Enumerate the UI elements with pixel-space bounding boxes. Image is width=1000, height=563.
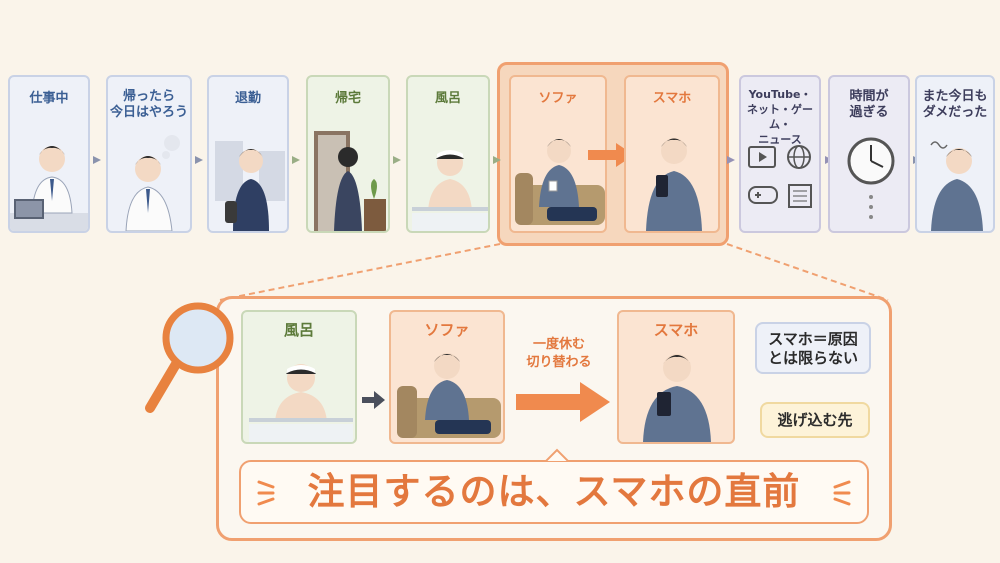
- headline-text: 注目するのは、スマホの直前: [307, 470, 801, 513]
- flow-arrow: [726, 150, 736, 164]
- zoom-card-bath: 風呂: [241, 310, 357, 444]
- clock-icon: [847, 137, 895, 219]
- step-card-plan-to-do-today: 帰ったら 今日はやろう: [106, 75, 192, 233]
- working-person-illustration: [10, 146, 88, 231]
- step-label: 帰宅: [334, 91, 361, 106]
- sparkle-right-icon: [833, 480, 851, 506]
- step-label: 時間が 過ぎる: [849, 89, 889, 120]
- phone-user-illustration: [643, 354, 711, 442]
- zoom-card-sofa: ソファ: [389, 310, 505, 444]
- step-label: 帰ったら 今日はやろう: [109, 89, 188, 120]
- sofa-illustration: [515, 139, 605, 225]
- step-card-return-home: 帰宅: [306, 75, 390, 233]
- flow-arrow: [92, 150, 102, 164]
- coming-home-illustration: [314, 131, 386, 231]
- leaving-office-illustration: [215, 141, 285, 231]
- flow-arrow-highlight: [588, 143, 634, 167]
- sofa-illustration: [397, 353, 501, 438]
- step-card-content: YouTube・ ネット・ゲーム・ ニュース: [739, 75, 821, 233]
- headline-banner: 注目するのは、スマホの直前: [239, 460, 869, 524]
- transition-label: 一度休む 切り替わる: [526, 337, 592, 370]
- step-card-leave-work: 退勤: [207, 75, 289, 233]
- zoom-step-label: スマホ: [653, 321, 699, 339]
- step-card-failed-again: また今日も ダメだった: [915, 75, 995, 233]
- bath-illustration: [249, 364, 353, 442]
- step-label: YouTube・ ネット・ゲーム・ ニュース: [747, 88, 813, 146]
- sparkle-left-icon: [257, 480, 275, 506]
- step-card-working: 仕事中: [8, 75, 90, 233]
- zoom-arrow-highlight: [516, 382, 612, 422]
- step-label: 退勤: [234, 91, 261, 106]
- step-label: スマホ: [652, 91, 692, 106]
- globe-icon: [787, 145, 811, 169]
- flow-arrow: [392, 150, 402, 164]
- magnifier-icon: [145, 302, 234, 413]
- video-play-icon: [748, 146, 776, 168]
- flow-arrow: [194, 150, 204, 164]
- zoom-step-label: ソファ: [424, 321, 470, 339]
- bath-illustration: [412, 150, 488, 231]
- newspaper-icon: [788, 184, 812, 208]
- zoom-card-smartphone: スマホ: [617, 310, 735, 444]
- zoom-arrow: [362, 390, 386, 410]
- step-label: 風呂: [434, 91, 461, 106]
- note-escape-destination: 逃げ込む先: [760, 402, 870, 438]
- banner-pointer: [545, 448, 569, 462]
- game-controller-icon: [748, 186, 778, 204]
- step-card-time-passes: 時間が 過ぎる: [828, 75, 910, 233]
- flow-arrow: [492, 150, 502, 164]
- disappointed-person-illustration: [930, 141, 983, 231]
- content-icons: [748, 145, 812, 208]
- step-label: 仕事中: [29, 91, 69, 106]
- zoom-step-label: 風呂: [283, 321, 314, 339]
- step-card-bath: 風呂: [406, 75, 490, 233]
- phone-user-illustration: [646, 138, 702, 231]
- note-not-necessarily-cause: スマホ＝原因 とは限らない: [755, 322, 871, 374]
- thinking-person-illustration: [125, 135, 180, 231]
- step-label: ソファ: [538, 91, 578, 106]
- step-label: また今日も ダメだった: [922, 89, 988, 120]
- step-card-smartphone: スマホ: [624, 75, 720, 233]
- flow-arrow: [291, 150, 301, 164]
